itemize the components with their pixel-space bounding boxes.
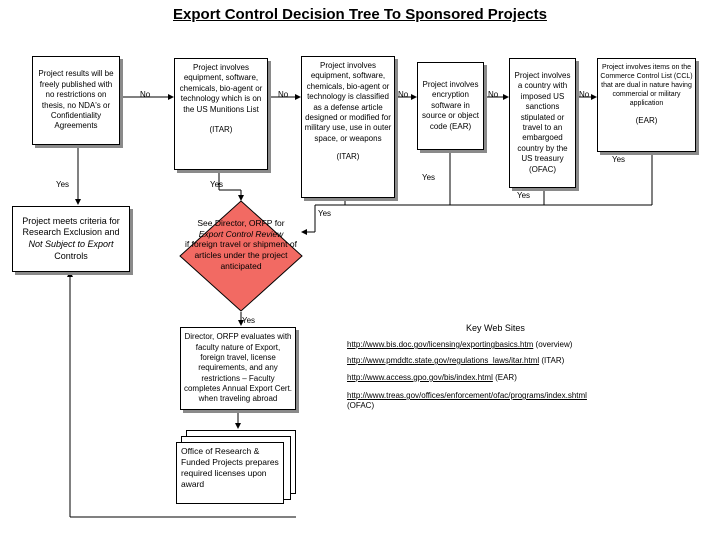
yes-label-collector: Yes	[318, 209, 332, 218]
encryption-text: Project involves encryption software in …	[422, 80, 479, 131]
director-evaluates-text: Director, ORFP evaluates with faculty na…	[183, 332, 293, 404]
ear-link[interactable]: http://www.access.gpo.gov/bis/index.html	[347, 373, 493, 382]
ccl-tag: (EAR)	[635, 116, 658, 126]
yes-label-itar: Yes	[210, 180, 224, 189]
results-text: Project results will be freely published…	[38, 69, 114, 131]
yes-label-results: Yes	[56, 180, 70, 189]
yes-label-ofac: Yes	[517, 191, 531, 200]
key-link-4-note: (OFAC)	[347, 401, 375, 411]
diamond-line3: if foreign travel or shipment of article…	[185, 239, 297, 271]
key-link-3: http://www.access.gpo.gov/bis/index.html…	[347, 373, 517, 383]
export-review-diamond	[179, 200, 303, 312]
key-link-2-note: (ITAR)	[541, 356, 565, 365]
research-exclusion-line1: Project meets criteria for Research Excl…	[22, 215, 120, 238]
no-label-5: No	[579, 90, 590, 99]
defense-article-tag: (ITAR)	[336, 152, 360, 162]
key-web-sites-title: Key Web Sites	[466, 323, 525, 333]
ofac-text: Project involves a country with imposed …	[514, 71, 571, 174]
no-label-3: No	[398, 90, 409, 99]
itar-equipment-box: Project involves equipment, software, ch…	[174, 58, 268, 170]
no-label-4: No	[488, 90, 499, 99]
defense-article-box: Project involves equipment, software, ch…	[301, 56, 395, 198]
research-exclusion-italic: Not Subject to Export	[28, 239, 114, 249]
office-research-doc: Office of Research & Funded Projects pre…	[176, 442, 284, 504]
itar-equipment-tag: (ITAR)	[209, 124, 233, 134]
diamond-line2: Export Control Review	[198, 228, 284, 239]
director-evaluates-box: Director, ORFP evaluates with faculty na…	[180, 327, 296, 410]
research-exclusion-line3: Controls	[54, 250, 88, 261]
research-exclusion-box: Project meets criteria for Research Excl…	[12, 206, 130, 272]
office-research-text: Office of Research & Funded Projects pre…	[181, 446, 279, 490]
key-link-1: http://www.bis.doc.gov/licensing/exporti…	[347, 340, 572, 350]
bis-link[interactable]: http://www.bis.doc.gov/licensing/exporti…	[347, 340, 534, 349]
yes-label-diamond: Yes	[242, 316, 256, 325]
results-box: Project results will be freely published…	[32, 56, 120, 145]
itar-equipment-text: Project involves equipment, software, ch…	[179, 63, 263, 114]
export-review-text: See Director, ORFP for Export Control Re…	[183, 218, 299, 271]
ccl-box: Project involves items on the Commerce C…	[597, 58, 696, 152]
key-link-1-note: (overview)	[535, 340, 573, 349]
ofac-box: Project involves a country with imposed …	[509, 58, 576, 188]
page-title: Export Control Decision Tree To Sponsore…	[173, 6, 547, 23]
key-link-3-note: (EAR)	[495, 373, 517, 382]
key-link-4: http://www.treas.gov/offices/enforcement…	[347, 391, 667, 412]
ofac-link[interactable]: http://www.treas.gov/offices/enforcement…	[347, 391, 587, 400]
encryption-box: Project involves encryption software in …	[417, 62, 484, 150]
no-label-1: No	[140, 90, 151, 99]
yes-label-ccl: Yes	[612, 155, 626, 164]
defense-article-text: Project involves equipment, software, ch…	[304, 61, 392, 143]
itar-link[interactable]: http://www.pmddtc.state.gov/regulations_…	[347, 356, 540, 365]
key-link-2: http://www.pmddtc.state.gov/regulations_…	[347, 356, 564, 366]
no-label-2: No	[278, 90, 289, 99]
ccl-text: Project involves items on the Commerce C…	[600, 64, 693, 108]
diamond-line1: See Director, ORFP for	[197, 218, 285, 228]
yes-label-encryption: Yes	[422, 173, 436, 182]
